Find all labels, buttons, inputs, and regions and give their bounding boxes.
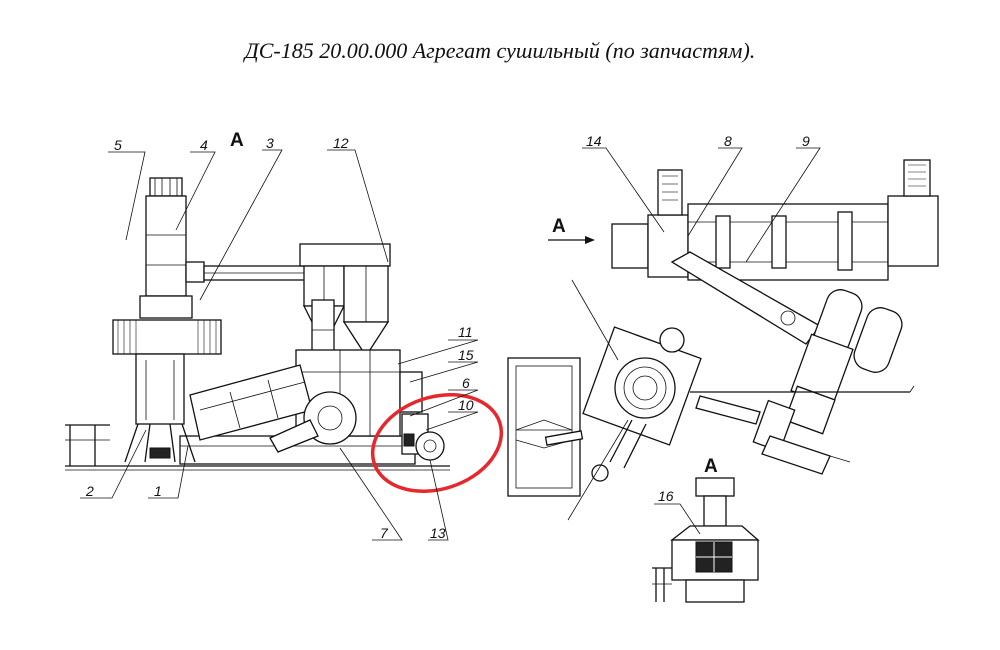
stack-pipe: [145, 195, 187, 297]
fan-10: [415, 431, 445, 461]
view-label-side: A: [230, 130, 244, 151]
callout-3: 3: [266, 135, 274, 151]
callout-13: 13: [430, 525, 446, 541]
callout-4: 4: [200, 137, 208, 153]
callout-16: 16: [658, 488, 674, 504]
side-elevation: [65, 177, 450, 471]
blower: [303, 391, 357, 445]
furnace-body: [135, 353, 185, 425]
leader-lines: [80, 149, 479, 541]
callout-12: 12: [333, 135, 349, 151]
callout-5: 5: [114, 137, 122, 153]
view-label-arrow: A: [552, 216, 566, 237]
callout-14: 14: [586, 133, 602, 149]
view-label-bottom: A: [704, 456, 718, 477]
drawing-title: ДС-185 20.00.000 Агрегат сушильный (по з…: [244, 38, 756, 63]
callout-1: 1: [154, 483, 162, 499]
callout-7: 7: [380, 525, 389, 541]
plan-view: [507, 159, 939, 497]
callout-10: 10: [458, 397, 474, 413]
callout-6: 6: [462, 375, 470, 391]
callout-9: 9: [802, 133, 810, 149]
callout-2: 2: [85, 483, 94, 499]
callout-11: 11: [458, 324, 473, 340]
highlight-ellipse: [370, 392, 504, 494]
callout-8: 8: [724, 133, 732, 149]
view-a-detail: [652, 477, 760, 603]
callout-15: 15: [458, 347, 474, 363]
